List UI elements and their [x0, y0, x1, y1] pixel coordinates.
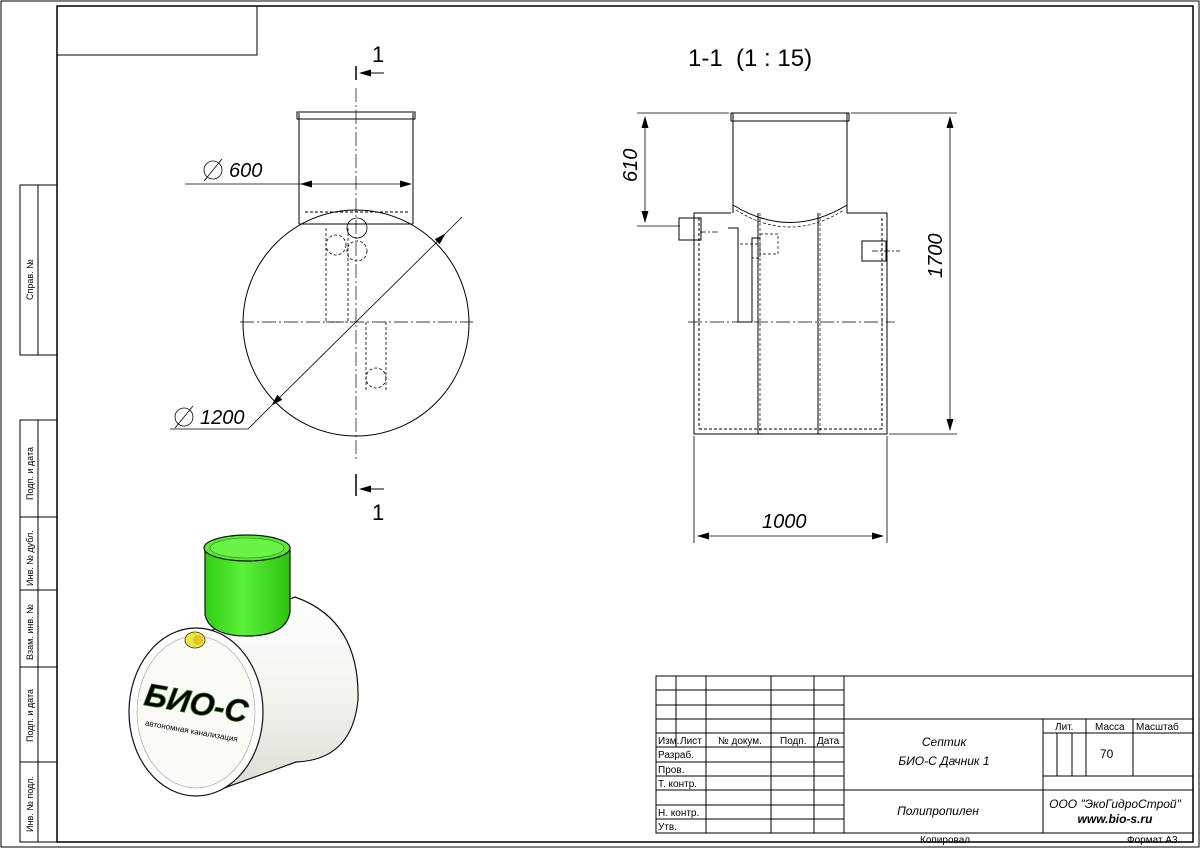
section-marker-bottom [355, 474, 384, 496]
dim-neck-diameter [185, 158, 412, 188]
dim-body-diameter [170, 216, 463, 430]
tb-doc-no: № докум. [718, 736, 762, 747]
dim-body-diameter-value: 1200 [200, 407, 245, 429]
dim-total-height-value: 1700 [925, 234, 947, 279]
tb-n-kontr: Н. контр. [658, 808, 699, 819]
tank-render: БИО-С автономная канализация [128, 534, 359, 797]
tb-product-line1: Септик [922, 735, 968, 749]
tb-utv: Утв. [658, 822, 677, 833]
side-label-podp-data-2: Подп. и дата [25, 689, 35, 742]
tb-lit: Лит. [1055, 722, 1073, 733]
center-lines [240, 88, 473, 462]
dim-width-value: 1000 [762, 511, 807, 533]
dim-width [693, 436, 888, 543]
tb-product-line2: БИО-С Дачник 1 [898, 754, 989, 768]
title-block [655, 675, 1194, 834]
tb-kopiroval: Копировал [920, 835, 970, 846]
dim-neck-height [637, 112, 729, 227]
tb-format: Формат А3 [1127, 835, 1178, 846]
section-view [678, 112, 900, 435]
side-stamp [19, 184, 58, 843]
side-label-vzam-inv: Взам. инв. № [25, 604, 35, 660]
tb-data: Дата [817, 736, 840, 747]
side-label-sprav: Справ. № [25, 259, 35, 300]
tb-company: ООО "ЭкоГидроСтрой" [1049, 797, 1181, 811]
top-view: 1 1 600 1200 [170, 42, 473, 525]
tb-website: www.bio-s.ru [1078, 812, 1154, 826]
cut-label-top: 1 [372, 42, 384, 67]
cut-label-bottom: 1 [372, 500, 384, 525]
tb-mass-value: 70 [1100, 747, 1114, 761]
title-block-labels: Изм. Лист № докум. Подп. Дата Разраб. Пр… [658, 721, 1182, 846]
dim-neck-diameter-value: 600 [229, 160, 262, 182]
tb-masshtab: Масштаб [1136, 721, 1179, 733]
section-title: 1-1 (1 : 15) [688, 45, 812, 72]
tb-list: Лист [680, 736, 702, 747]
dim-total-height [851, 112, 957, 435]
neck-cylinder [204, 547, 291, 637]
side-stamp-labels: Справ. № Подп. и дата Инв. № дубл. Взам.… [25, 259, 35, 832]
tb-t-kontr: Т. контр. [658, 779, 697, 790]
tb-razrab: Разраб. [658, 749, 694, 761]
tb-izm: Изм. [658, 736, 679, 747]
side-label-inv-podl: Инв. № подл. [25, 776, 35, 832]
dim-neck-height-value: 610 [620, 149, 642, 182]
tb-massa: Масса [1095, 722, 1125, 733]
tb-prov: Пров. [658, 765, 684, 776]
tb-podp: Подп. [780, 736, 807, 747]
tb-material: Полипропилен [897, 804, 979, 818]
section-marker-top [355, 66, 384, 80]
side-label-inv-dubl: Инв. № дубл. [25, 530, 35, 586]
side-label-podp-data-1: Подп. и дата [25, 447, 35, 500]
